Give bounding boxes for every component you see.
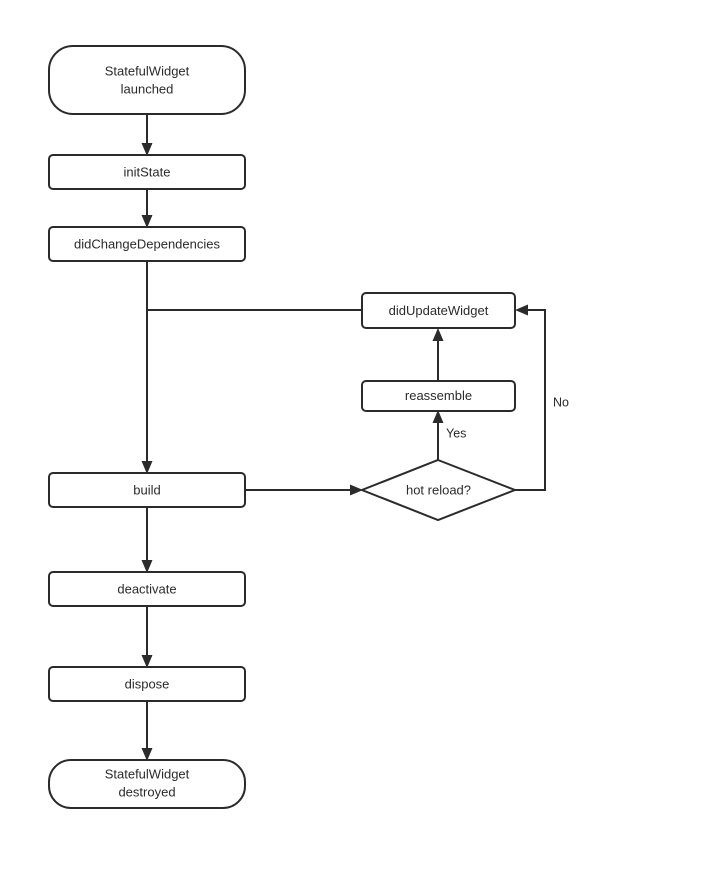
process-shape [48, 571, 246, 607]
node-label-dispose: dispose [125, 676, 170, 691]
arrowhead-icon [350, 484, 363, 496]
node-didupdatewidget[interactable]: didUpdateWidget [361, 292, 516, 329]
arrowhead-icon [141, 461, 153, 474]
arrowhead-icon [141, 143, 153, 156]
node-label-deactivate: deactivate [117, 581, 176, 596]
arrowhead-icon [141, 560, 153, 573]
edge-hotreload-to-didupdatewidget-no: No [515, 304, 569, 491]
node-hot-reload-decision[interactable]: hot reload? [359, 458, 518, 522]
process-shape [361, 380, 516, 412]
edge-label-no: No [553, 395, 569, 409]
arrowhead-icon [515, 304, 528, 316]
arrowhead-icon [141, 215, 153, 228]
node-label-build: build [133, 482, 160, 497]
node-label-start-line2: launched [121, 81, 174, 96]
arrowhead-icon [141, 748, 153, 761]
process-shape [48, 154, 246, 190]
edge-didchangedependencies-to-build [141, 261, 153, 474]
node-label-reassemble: reassemble [405, 388, 472, 403]
edge-deactivate-to-dispose [141, 606, 153, 668]
node-didchangedependencies[interactable]: didChangeDependencies [48, 226, 246, 262]
process-shape [361, 292, 516, 329]
node-label-end-line1: StatefulWidget [105, 766, 190, 781]
edge-label-yes: Yes [446, 426, 466, 440]
node-label-end-line2: destroyed [118, 784, 175, 799]
arrowhead-icon [432, 328, 444, 341]
edge-build-to-deactivate [141, 507, 153, 573]
node-label-hot-reload: hot reload? [406, 482, 471, 497]
edge-build-to-hotreload [245, 484, 363, 496]
process-shape [48, 472, 246, 508]
process-shape [48, 226, 246, 262]
node-statefulwidget-launched[interactable]: StatefulWidget launched [48, 45, 246, 115]
node-dispose[interactable]: dispose [48, 666, 246, 702]
arrowhead-icon [141, 655, 153, 668]
node-label-start-line1: StatefulWidget [105, 63, 190, 78]
node-label-didupdatewidget: didUpdateWidget [389, 303, 489, 318]
edge-hotreload-to-reassemble: Yes [432, 410, 466, 460]
edge-reassemble-to-didupdatewidget [432, 328, 444, 381]
node-statefulwidget-destroyed[interactable]: StatefulWidget destroyed [48, 759, 246, 809]
node-initstate[interactable]: initState [48, 154, 246, 190]
node-build[interactable]: build [48, 472, 246, 508]
edge-initstate-to-didchangedependencies [141, 189, 153, 228]
terminator-shape [48, 759, 246, 809]
node-deactivate[interactable]: deactivate [48, 571, 246, 607]
edge-start-to-initstate [141, 114, 153, 156]
process-shape [48, 666, 246, 702]
edge-dispose-to-end [141, 701, 153, 761]
arrowhead-icon [432, 410, 444, 423]
node-label-initstate: initState [124, 164, 171, 179]
terminator-shape [48, 45, 246, 115]
node-reassemble[interactable]: reassemble [361, 380, 516, 412]
node-label-didchangedependencies: didChangeDependencies [74, 236, 221, 251]
decision-shape [359, 458, 518, 522]
